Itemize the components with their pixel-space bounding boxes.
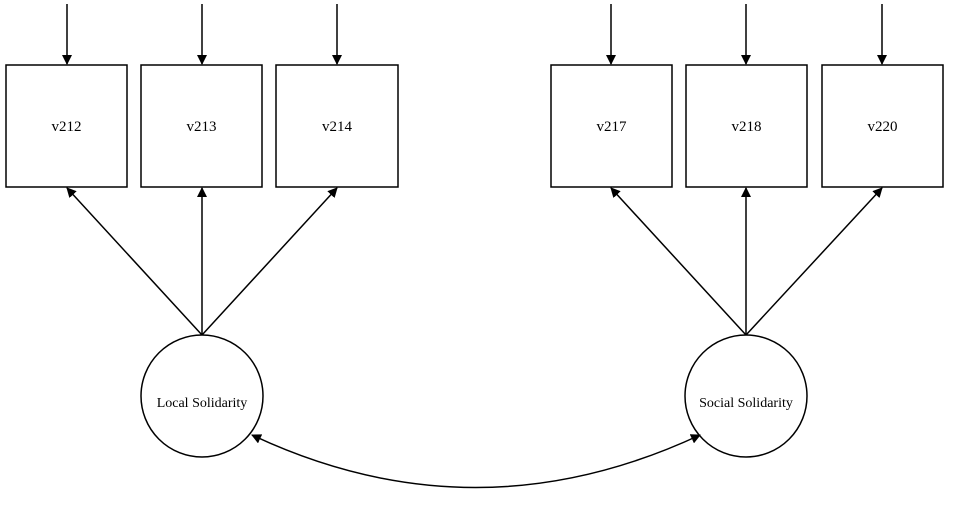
indicator-node-v214: v214 [275, 64, 399, 188]
indicator-node-v217: v217 [550, 64, 673, 188]
loading-arrow-social-v217 [610, 187, 747, 336]
indicator-label-v217: v217 [597, 119, 628, 135]
indicator-label-v212: v212 [52, 119, 82, 135]
latent-label-social-solidarity: Social Solidarity [699, 396, 793, 411]
indicator-node-v213: v213 [140, 64, 263, 188]
loading-arrow-local-v214 [201, 187, 338, 336]
indicator-node-v212: v212 [5, 64, 128, 188]
loading-arrow-local-v212 [66, 187, 203, 336]
latent-label-local-solidarity: Local Solidarity [157, 396, 248, 411]
loading-arrow-social-v220 [745, 187, 883, 336]
covariance-arrow [251, 434, 701, 489]
latent-node-local-solidarity: Local Solidarity [140, 334, 264, 458]
indicator-node-v218: v218 [685, 64, 808, 188]
indicator-label-v218: v218 [732, 119, 762, 135]
indicator-label-v213: v213 [187, 119, 217, 135]
indicator-node-v220: v220 [821, 64, 944, 188]
indicator-label-v214: v214 [322, 119, 353, 135]
latent-node-social-solidarity: Social Solidarity [684, 334, 808, 458]
indicator-label-v220: v220 [868, 119, 898, 135]
